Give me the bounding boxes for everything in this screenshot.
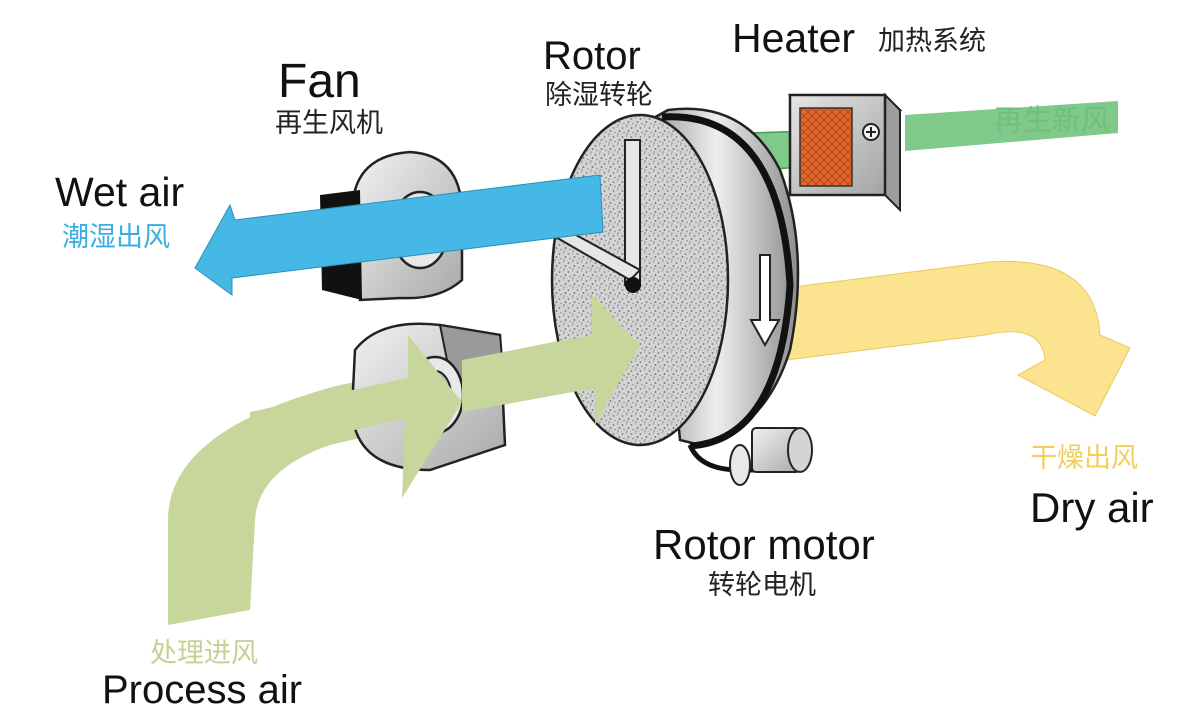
process-air-label: Process air [102, 668, 303, 712]
process-air-label-cn: 处理进风 [150, 638, 258, 669]
rotor-motor-label: Rotor motor [653, 521, 875, 568]
heater-label: Heater [732, 15, 856, 61]
dry-air-arrow [769, 260, 1131, 417]
rotor-motor [687, 427, 813, 486]
process-air-arrow-into-rotor [462, 295, 640, 425]
regen-air-label-cn: 再生新风 [994, 103, 1111, 137]
rotor-wheel [533, 107, 800, 450]
heater-label-cn: 加热系统 [878, 26, 986, 57]
plus-icon [862, 123, 880, 141]
dry-air-label-cn: 干燥出风 [1030, 443, 1138, 474]
regen-air-arrow [905, 101, 1118, 151]
dry-air-label: Dry air [1030, 484, 1154, 531]
rotor-motor-label-cn: 转轮电机 [708, 570, 816, 601]
rotor-label: Rotor [543, 34, 641, 78]
wet-air-label-cn: 潮湿出风 [62, 222, 170, 253]
fan-label-cn: 再生风机 [275, 108, 383, 139]
wet-air-arrow [194, 174, 604, 296]
wet-air-label: Wet air [55, 169, 185, 215]
rotor-label-cn: 除湿转轮 [545, 80, 653, 111]
process-air-arrow-front [250, 335, 462, 498]
heater [787, 92, 903, 213]
fan-label: Fan [278, 55, 361, 108]
